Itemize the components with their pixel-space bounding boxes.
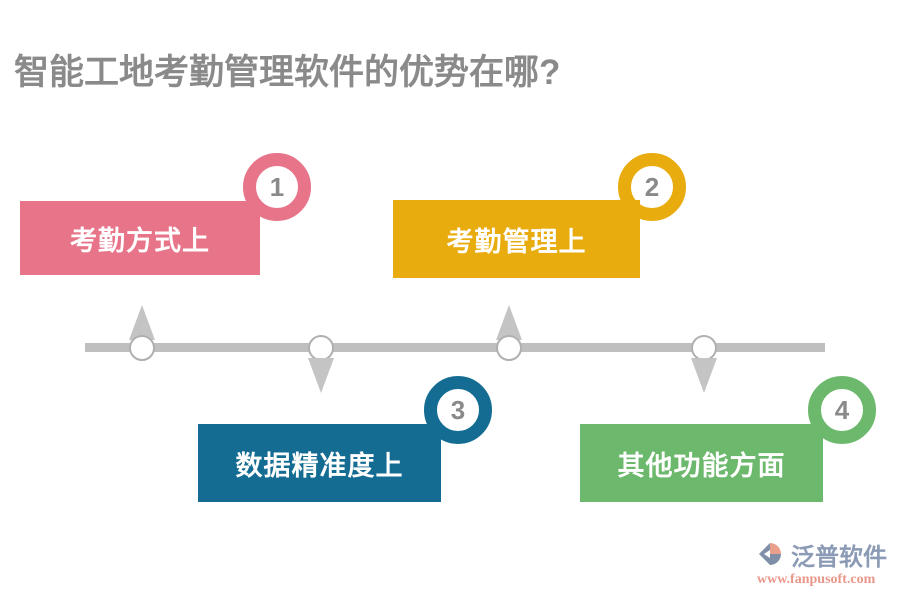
- item-label-3: 数据精准度上: [235, 450, 404, 481]
- timeline-arrow-down-4: [691, 358, 717, 393]
- logo-wordmark: 泛普软件: [791, 543, 887, 571]
- fanpu-logo-icon: [759, 543, 781, 565]
- timeline: [0, 280, 900, 420]
- brand-logo[interactable]: 泛普软件 www.fanpusoft.com: [757, 538, 897, 594]
- item-box-1[interactable]: 考勤方式上: [20, 201, 260, 275]
- item-box-4[interactable]: 其他功能方面: [580, 424, 823, 502]
- item-box-3[interactable]: 数据精准度上: [198, 424, 441, 502]
- item-label-1: 考勤方式上: [70, 225, 210, 256]
- item-label-2: 考勤管理上: [446, 226, 587, 257]
- timeline-bar: [85, 343, 825, 352]
- timeline-node-2[interactable]: [308, 335, 334, 361]
- timeline-node-1[interactable]: [129, 335, 155, 361]
- item-box-2[interactable]: 考勤管理上: [393, 200, 640, 278]
- timeline-arrow-up-3: [496, 305, 522, 340]
- page-title: 智能工地考勤管理软件的优势在哪?: [14, 53, 561, 92]
- item-badge-4[interactable]: 4: [808, 376, 876, 444]
- logo-url: www.fanpusoft.com: [757, 572, 876, 587]
- timeline-node-3[interactable]: [496, 335, 522, 361]
- timeline-arrow-down-2: [308, 358, 334, 393]
- item-label-4: 其他功能方面: [617, 450, 786, 481]
- logo-row: 泛普软件: [757, 538, 897, 571]
- timeline-arrow-up-1: [129, 305, 155, 340]
